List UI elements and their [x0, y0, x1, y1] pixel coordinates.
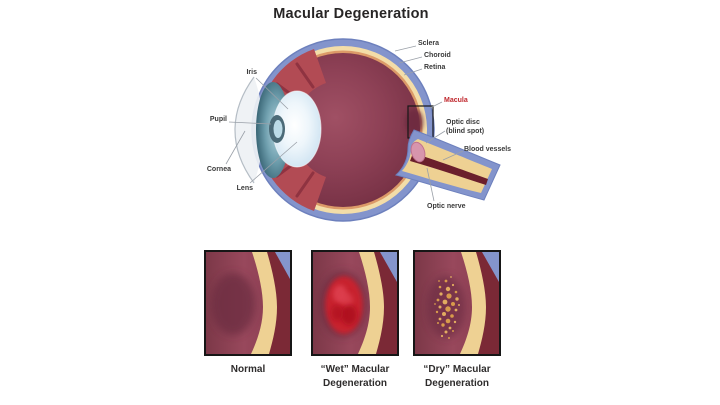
label-blood-vessels: Blood vessels	[464, 146, 512, 153]
panel-tan-band	[251, 252, 277, 354]
normal-macula-spot	[211, 273, 255, 335]
leader-line-sclera	[394, 45, 417, 52]
caption-dry-line2: Degeneration	[425, 377, 489, 389]
caption-wet-line2: Degeneration	[323, 377, 387, 389]
label-iris: Iris	[246, 69, 257, 76]
drusen-dots	[434, 276, 460, 339]
panel-tan-band	[358, 252, 384, 354]
caption-wet-line1: “Wet” Macular	[320, 364, 390, 375]
panel-dry-art	[415, 252, 499, 354]
leader-line-optic-disc	[425, 130, 446, 144]
leader-line-optic-nerve	[426, 167, 435, 202]
leader-line-lens	[249, 141, 298, 184]
cornea-outline	[234, 76, 255, 184]
panel-dry	[413, 250, 501, 356]
cornea	[235, 77, 263, 183]
leader-line-iris	[255, 77, 289, 110]
panel-tan-band	[460, 252, 486, 354]
panel-normal	[204, 250, 292, 356]
caption-dry: “Dry” Macular Degeneration	[398, 363, 516, 390]
page-title: Macular Degeneration	[273, 6, 429, 22]
caption-normal: Normal	[204, 363, 292, 377]
label-pupil: Pupil	[209, 116, 227, 123]
label-optic-disc: Optic disc (blind spot)	[446, 119, 484, 136]
blood-vessel-stripe	[410, 153, 488, 185]
caption-wet: “Wet” Macular Degeneration	[296, 363, 414, 390]
caption-normal-line1: Normal	[230, 364, 266, 375]
panel-sclera-corner	[380, 252, 397, 282]
caption-dry-line1: “Dry” Macular	[423, 364, 491, 375]
macula-region	[405, 109, 423, 135]
leader-line-blood-vessels	[442, 150, 464, 161]
leader-line-choroid	[398, 56, 423, 64]
panel-choroid-band-dark	[475, 252, 499, 354]
panel-choroid-band-dark	[266, 252, 290, 354]
panel-wet	[311, 250, 399, 356]
pupil-highlight	[273, 120, 283, 138]
label-optic-disc-line2: (blind spot)	[446, 127, 485, 135]
label-lens: Lens	[236, 185, 253, 192]
optic-disc	[410, 141, 426, 163]
leader-line-pupil	[228, 121, 272, 125]
leader-line-macula	[429, 101, 443, 109]
leader-line-retina	[403, 68, 423, 76]
label-sclera: Sclera	[418, 40, 440, 47]
label-optic-disc-line1: Optic disc	[446, 119, 480, 126]
label-cornea: Cornea	[206, 166, 231, 173]
panel-sclera-corner	[275, 252, 290, 279]
label-choroid: Choroid	[424, 52, 451, 59]
label-optic-nerve: Optic nerve	[427, 203, 466, 210]
label-retina: Retina	[424, 64, 446, 71]
leader-lines	[225, 45, 464, 202]
panel-normal-art	[206, 252, 290, 354]
leader-line-cornea	[225, 130, 246, 165]
panel-sclera-corner	[482, 252, 499, 282]
panel-wet-art	[313, 252, 397, 354]
panel-choroid-band-dark	[373, 252, 397, 354]
hemorrhage-blob	[325, 276, 363, 334]
label-macula: Macula	[444, 97, 468, 104]
